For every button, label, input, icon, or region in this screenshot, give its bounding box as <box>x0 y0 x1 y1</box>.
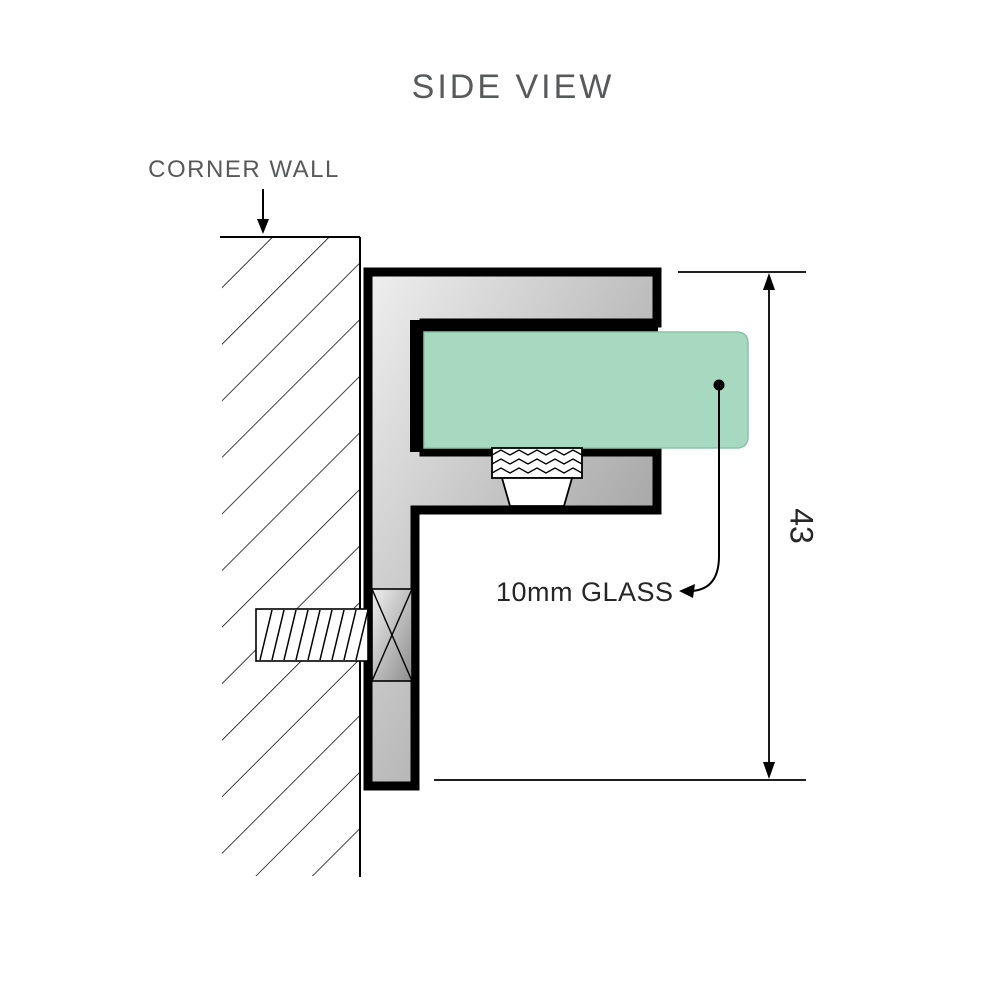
grub-screw-tip <box>500 477 574 507</box>
corner-wall-arrowhead <box>257 219 269 234</box>
glass-callout-arrowhead <box>679 584 695 598</box>
dimension-43: 43 <box>434 271 820 781</box>
glass-panel <box>423 331 749 449</box>
grub-screw-thread-line <box>491 458 583 465</box>
dimension-arrowhead-bottom <box>763 762 775 779</box>
glass-callout: 10mm GLASS <box>496 379 725 607</box>
grub-screw-thread-line <box>491 449 583 456</box>
glass-callout-dot <box>713 379 725 391</box>
dimension-value: 43 <box>784 508 820 544</box>
wall <box>220 236 361 877</box>
diagram-title: SIDE VIEW <box>412 68 615 106</box>
wall-screw <box>255 588 413 682</box>
glass-callout-leader <box>691 390 720 592</box>
grub-screw-thread-line <box>491 467 583 474</box>
corner-wall-label: CORNER WALL <box>148 156 340 183</box>
corner-wall-callout: CORNER WALL <box>148 156 340 234</box>
grub-screw <box>491 447 583 507</box>
screw-threads <box>259 609 369 661</box>
screw-head-cross-line <box>371 588 413 682</box>
dimension-arrowhead-top <box>763 273 775 290</box>
wall-hatching <box>222 238 359 876</box>
screw-shaft <box>255 608 369 662</box>
glass-label: 10mm GLASS <box>496 577 674 607</box>
